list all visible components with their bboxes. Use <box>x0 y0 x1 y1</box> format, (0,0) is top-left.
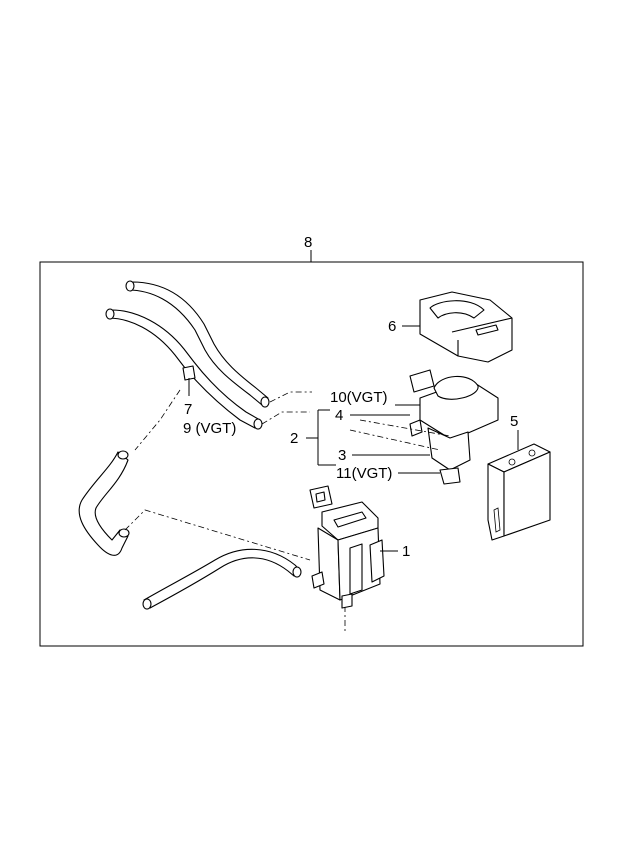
callout-9: 9 (VGT) <box>183 420 236 437</box>
callout-7: 7 <box>184 401 192 418</box>
bracket-5 <box>487 443 551 541</box>
callout-11: 11(VGT) <box>336 465 392 482</box>
callout-3: 3 <box>338 447 346 464</box>
vacuum-hose-lower-left <box>78 450 130 556</box>
callout-4: 4 <box>335 407 343 424</box>
callout-6: 6 <box>388 318 396 335</box>
callout-group-2 <box>306 409 336 466</box>
callout-8: 8 <box>304 234 312 251</box>
vacuum-hose-upper <box>105 280 270 430</box>
cover-6 <box>419 291 513 363</box>
solenoid-valve-1 <box>309 485 385 609</box>
vacuum-modulator-4 <box>409 369 499 485</box>
callout-2: 2 <box>290 430 298 447</box>
vacuum-hose-lower <box>142 548 302 610</box>
callout-10: 10(VGT) <box>330 389 388 406</box>
callout-1: 1 <box>402 543 410 560</box>
callout-5: 5 <box>510 413 518 430</box>
